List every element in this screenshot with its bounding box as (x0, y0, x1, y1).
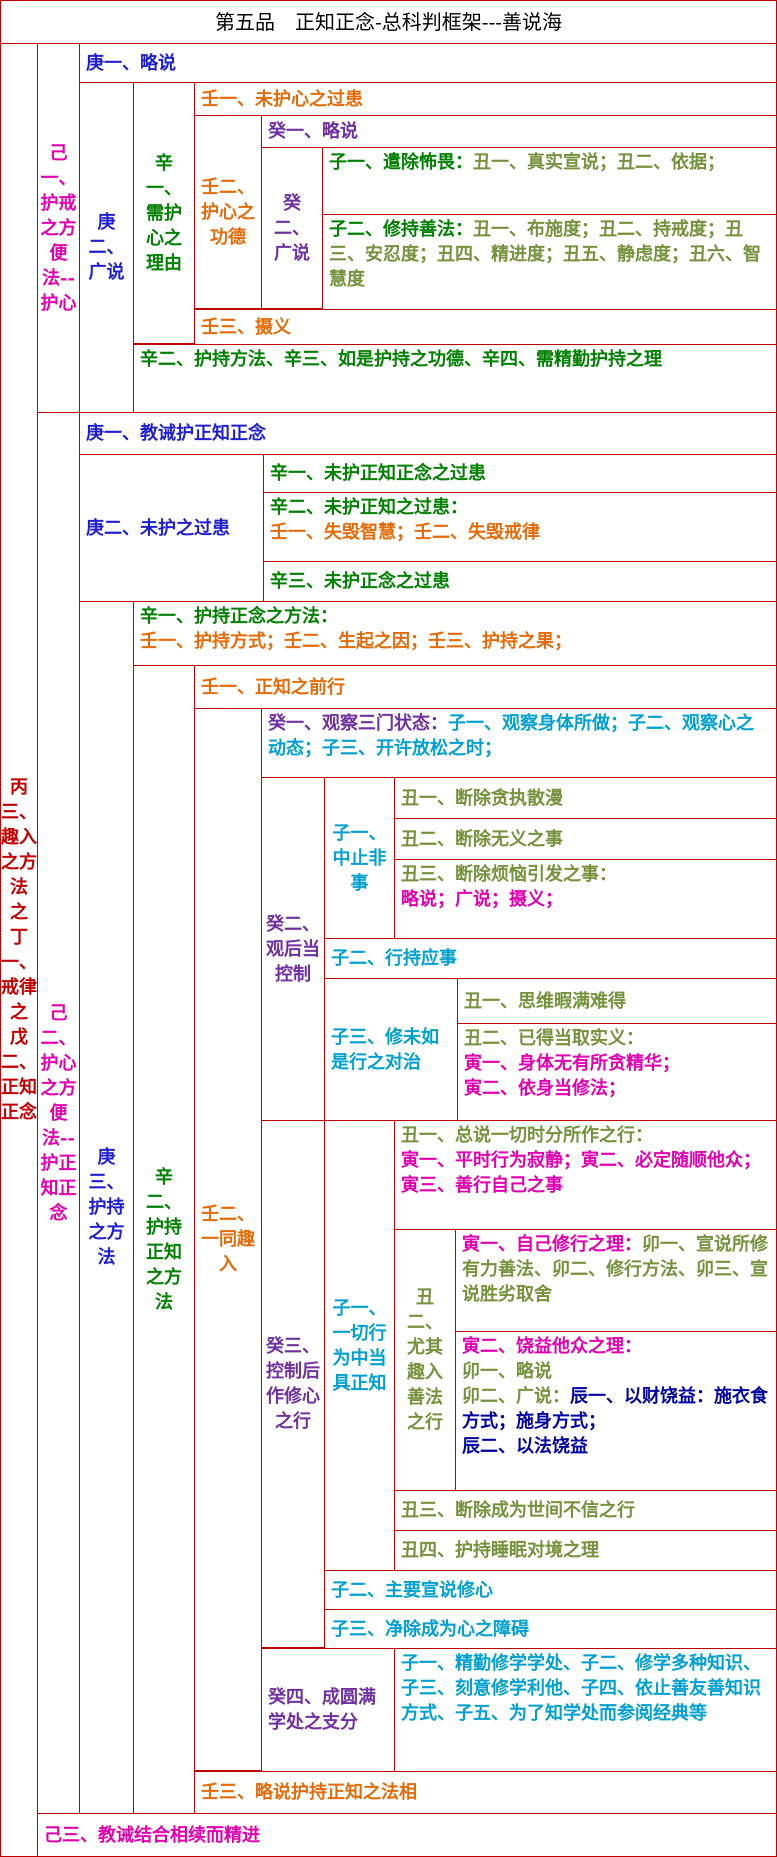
ji2-g2xin2: 辛二、未护正知之过患： 壬一、失毁智慧；壬二、失毁戒律 (263, 492, 777, 562)
ji2-gui1: 癸一、观察三门状态：子一、观察身体所做；子二、观察心之动态；子三、开许放松之时； (261, 708, 777, 778)
ji2-g3xin1: 辛一、护持正念之方法： 壬一、护持方式；壬二、生起之因；壬三、护持之果； (133, 601, 777, 666)
ji1-xin2: 辛二、护持方法、辛三、如是护持之功德、辛四、需精勤护持之理 (133, 344, 777, 413)
ji2-g2zi3-chou2: 丑二、已得当取实义： 寅一、身体无有所贪精华； 寅二、依身当修法； (457, 1023, 777, 1121)
ji2-g2xin1: 辛一、未护正知正念之过患 (263, 454, 777, 493)
ji1-gui1: 癸一、略说 (261, 115, 777, 148)
ji1-zi2-body: 丑一、布施度；丑二、持戒度；丑三、安忍度；丑四、精进度；丑五、静虑度；丑六、智慧… (329, 219, 761, 290)
ji2-g3zi1-chou2: 丑二、尤其趣入善法之行 (394, 1229, 456, 1491)
ji2-yin2: 寅二、饶益他众之理： 卯一、略说卯二、广说：辰一、以财饶益：施衣食方式；施身方式；… (455, 1331, 777, 1491)
ji2-g2zi1-chou3-sub: 略说；广说；摄义； (401, 889, 563, 910)
page-title: 第五品 正知正念-总科判框架---善说海 (0, 0, 777, 44)
ji2-g3zi2: 子二、主要宣说修心 (324, 1570, 777, 1610)
ji2-g3xin1-sub: 壬一、护持方式；壬二、生起之因；壬三、护持之果； (140, 631, 572, 652)
ji2-gui4-body: 子一、精勤修学学处、子二、修学多种知识、子三、刻意修学利他、子四、依止善友善知识… (394, 1648, 777, 1772)
ji2-geng2: 庚二、未护之过患 (79, 454, 264, 602)
ji2-g3zi1-chou3: 丑三、断除成为世间不信之行 (394, 1490, 777, 1531)
ji2-yin1-body: 卯一、宣说所修有力善法、卯二、修行方法、卯三、宣说胜劣取舍 (462, 1234, 768, 1305)
ji2-yin2-l2: 卯二、广说： (462, 1386, 570, 1407)
ji1-cell: 己一、护戒之方便法--护心 (37, 43, 80, 413)
ji1-zi1-head: 子一、遣除怖畏： (329, 152, 473, 173)
ji2-g2zi1-chou1: 丑一、断除贪执散漫 (394, 777, 777, 819)
ji2-g2zi3-chou2-sub2: 寅二、依身当修法； (464, 1078, 626, 1099)
ji2-geng3: 庚三、护持之方法 (79, 601, 134, 1814)
ji2-gui1-body: 子一、观察身体所做；子二、观察心之动态；子三、开许放松之时； (268, 713, 754, 759)
ji2-g2zi1-chou2: 丑二、断除无义之事 (394, 818, 777, 860)
ji2-g2zi2: 子二、行持应事 (324, 938, 777, 979)
ji2-g3zi3: 子三、净除成为心之障碍 (324, 1609, 777, 1649)
ji2-yin1-head: 寅一、自己修行之理： (462, 1234, 642, 1255)
ji2-cell: 己二、护心之方便法--护正知正念 (37, 412, 80, 1814)
ji1-label: 己一、护戒之方便法--护心 (40, 142, 77, 314)
ji1-geng1: 庚一、略说 (79, 43, 777, 83)
ji2-g3zi1-chou1-sub: 寅一、平时行为寂静；寅二、必定随顺他众；寅三、善行自己之事 (401, 1150, 761, 1196)
bing3-column: 丙三、趣入之方法 之 丁一、戒律 之 戊二、正知正念 (0, 43, 38, 1857)
ji2-g2zi1-chou3: 丑三、断除烦恼引发之事： 略说；广说；摄义； (394, 859, 777, 939)
ji2-g3xin1-head: 辛一、护持正念之方法： (140, 606, 338, 627)
ji2-g2zi3-chou2-head: 丑二、已得当取实义： (464, 1028, 644, 1049)
ji2-gui1-head: 癸一、观察三门状态： (268, 713, 448, 734)
ji2-g2zi1-chou3-head: 丑三、断除烦恼引发之事： (401, 864, 617, 885)
ji2-ren1: 壬一、正知之前行 (194, 665, 777, 709)
ji2-gui3: 癸三、控制后作修心之行 (261, 1120, 325, 1648)
ji2-g2zi3-chou1: 丑一、思维暇满难得 (457, 978, 777, 1024)
ji2-yin2-l1: 卯一、略说 (462, 1361, 552, 1382)
ji2-yin2-l2b: 辰一、以财饶益：施衣食方式；施身方式； (462, 1386, 768, 1432)
ji2-g2xin2-head: 辛二、未护正知之过患： (270, 497, 468, 518)
ji2-yin1: 寅一、自己修行之理：卯一、宣说所修有力善法、卯二、修行方法、卯三、宣说胜劣取舍 (455, 1229, 777, 1332)
ji1-zi1-body: 丑一、真实宣说；丑二、依据； (473, 152, 725, 173)
ji1-xin1: 辛一、需护心之理由 (133, 82, 195, 344)
ji3-cell: 己三、教诫结合相续而精进 (37, 1813, 777, 1857)
ji2-ren3: 壬三、略说护持正知之法相 (194, 1771, 777, 1814)
ji2-g2xin2-sub: 壬一、失毁智慧；壬二、失毁戒律 (270, 522, 540, 543)
bing3-label: 丙三、趣入之方法 之 丁一、戒律 之 戊二、正知正念 (1, 777, 37, 1123)
ji1-ren2: 壬二、护心之功德 (194, 115, 262, 309)
ji2-g2xin3: 辛三、未护正念之过患 (263, 561, 777, 602)
ji2-yin2-l3: 辰二、以法饶益 (462, 1436, 588, 1457)
ji1-zi1: 子一、遣除怖畏：丑一、真实宣说；丑二、依据； (322, 147, 777, 215)
ji1-gui2: 癸二、广说 (261, 147, 323, 309)
ji2-gui2: 癸二、观后当控制 (261, 777, 325, 1121)
ji2-yin2-head: 寅二、饶益他众之理： (462, 1336, 642, 1357)
ji2-ren2: 壬二、一同趣入 (194, 708, 262, 1771)
ji1-zi2-head: 子二、修持善法： (329, 219, 473, 240)
ji2-g3zi1: 子一、一切行为中当具正知 (324, 1120, 395, 1571)
ji1-zi2: 子二、修持善法：丑一、布施度；丑二、持戒度；丑三、安忍度；丑四、精进度；丑五、静… (322, 214, 777, 310)
ji1-ren3: 壬三、摄义 (194, 309, 777, 345)
ji2-g3zi1-chou1: 丑一、总说一切时分所作之行： 寅一、平时行为寂静；寅二、必定随顺他众；寅三、善行自… (394, 1120, 777, 1230)
ji2-g3zi1-chou4: 丑四、护持睡眠对境之理 (394, 1530, 777, 1571)
ji2-label: 己二、护心之方便法--护正知正念 (40, 1002, 77, 1224)
ji2-geng1: 庚一、教诫护正知正念 (79, 412, 777, 455)
ji2-g3xin2: 辛二、护持正知之方法 (133, 665, 195, 1814)
ji2-g2zi3: 子三、修未如是行之对治 (324, 978, 458, 1121)
ji1-ren1: 壬一、未护心之过患 (194, 82, 777, 116)
ji1-geng2: 庚二、广说 (79, 82, 134, 413)
ji2-g2zi3-chou2-sub1: 寅一、身体无有所贪精华； (464, 1053, 680, 1074)
ji2-g3zi1-chou1-head: 丑一、总说一切时分所作之行： (401, 1125, 653, 1146)
ji2-g2zi1: 子一、中止非事 (324, 777, 395, 939)
ji2-gui4: 癸四、成圆满学处之支分 (261, 1648, 395, 1772)
